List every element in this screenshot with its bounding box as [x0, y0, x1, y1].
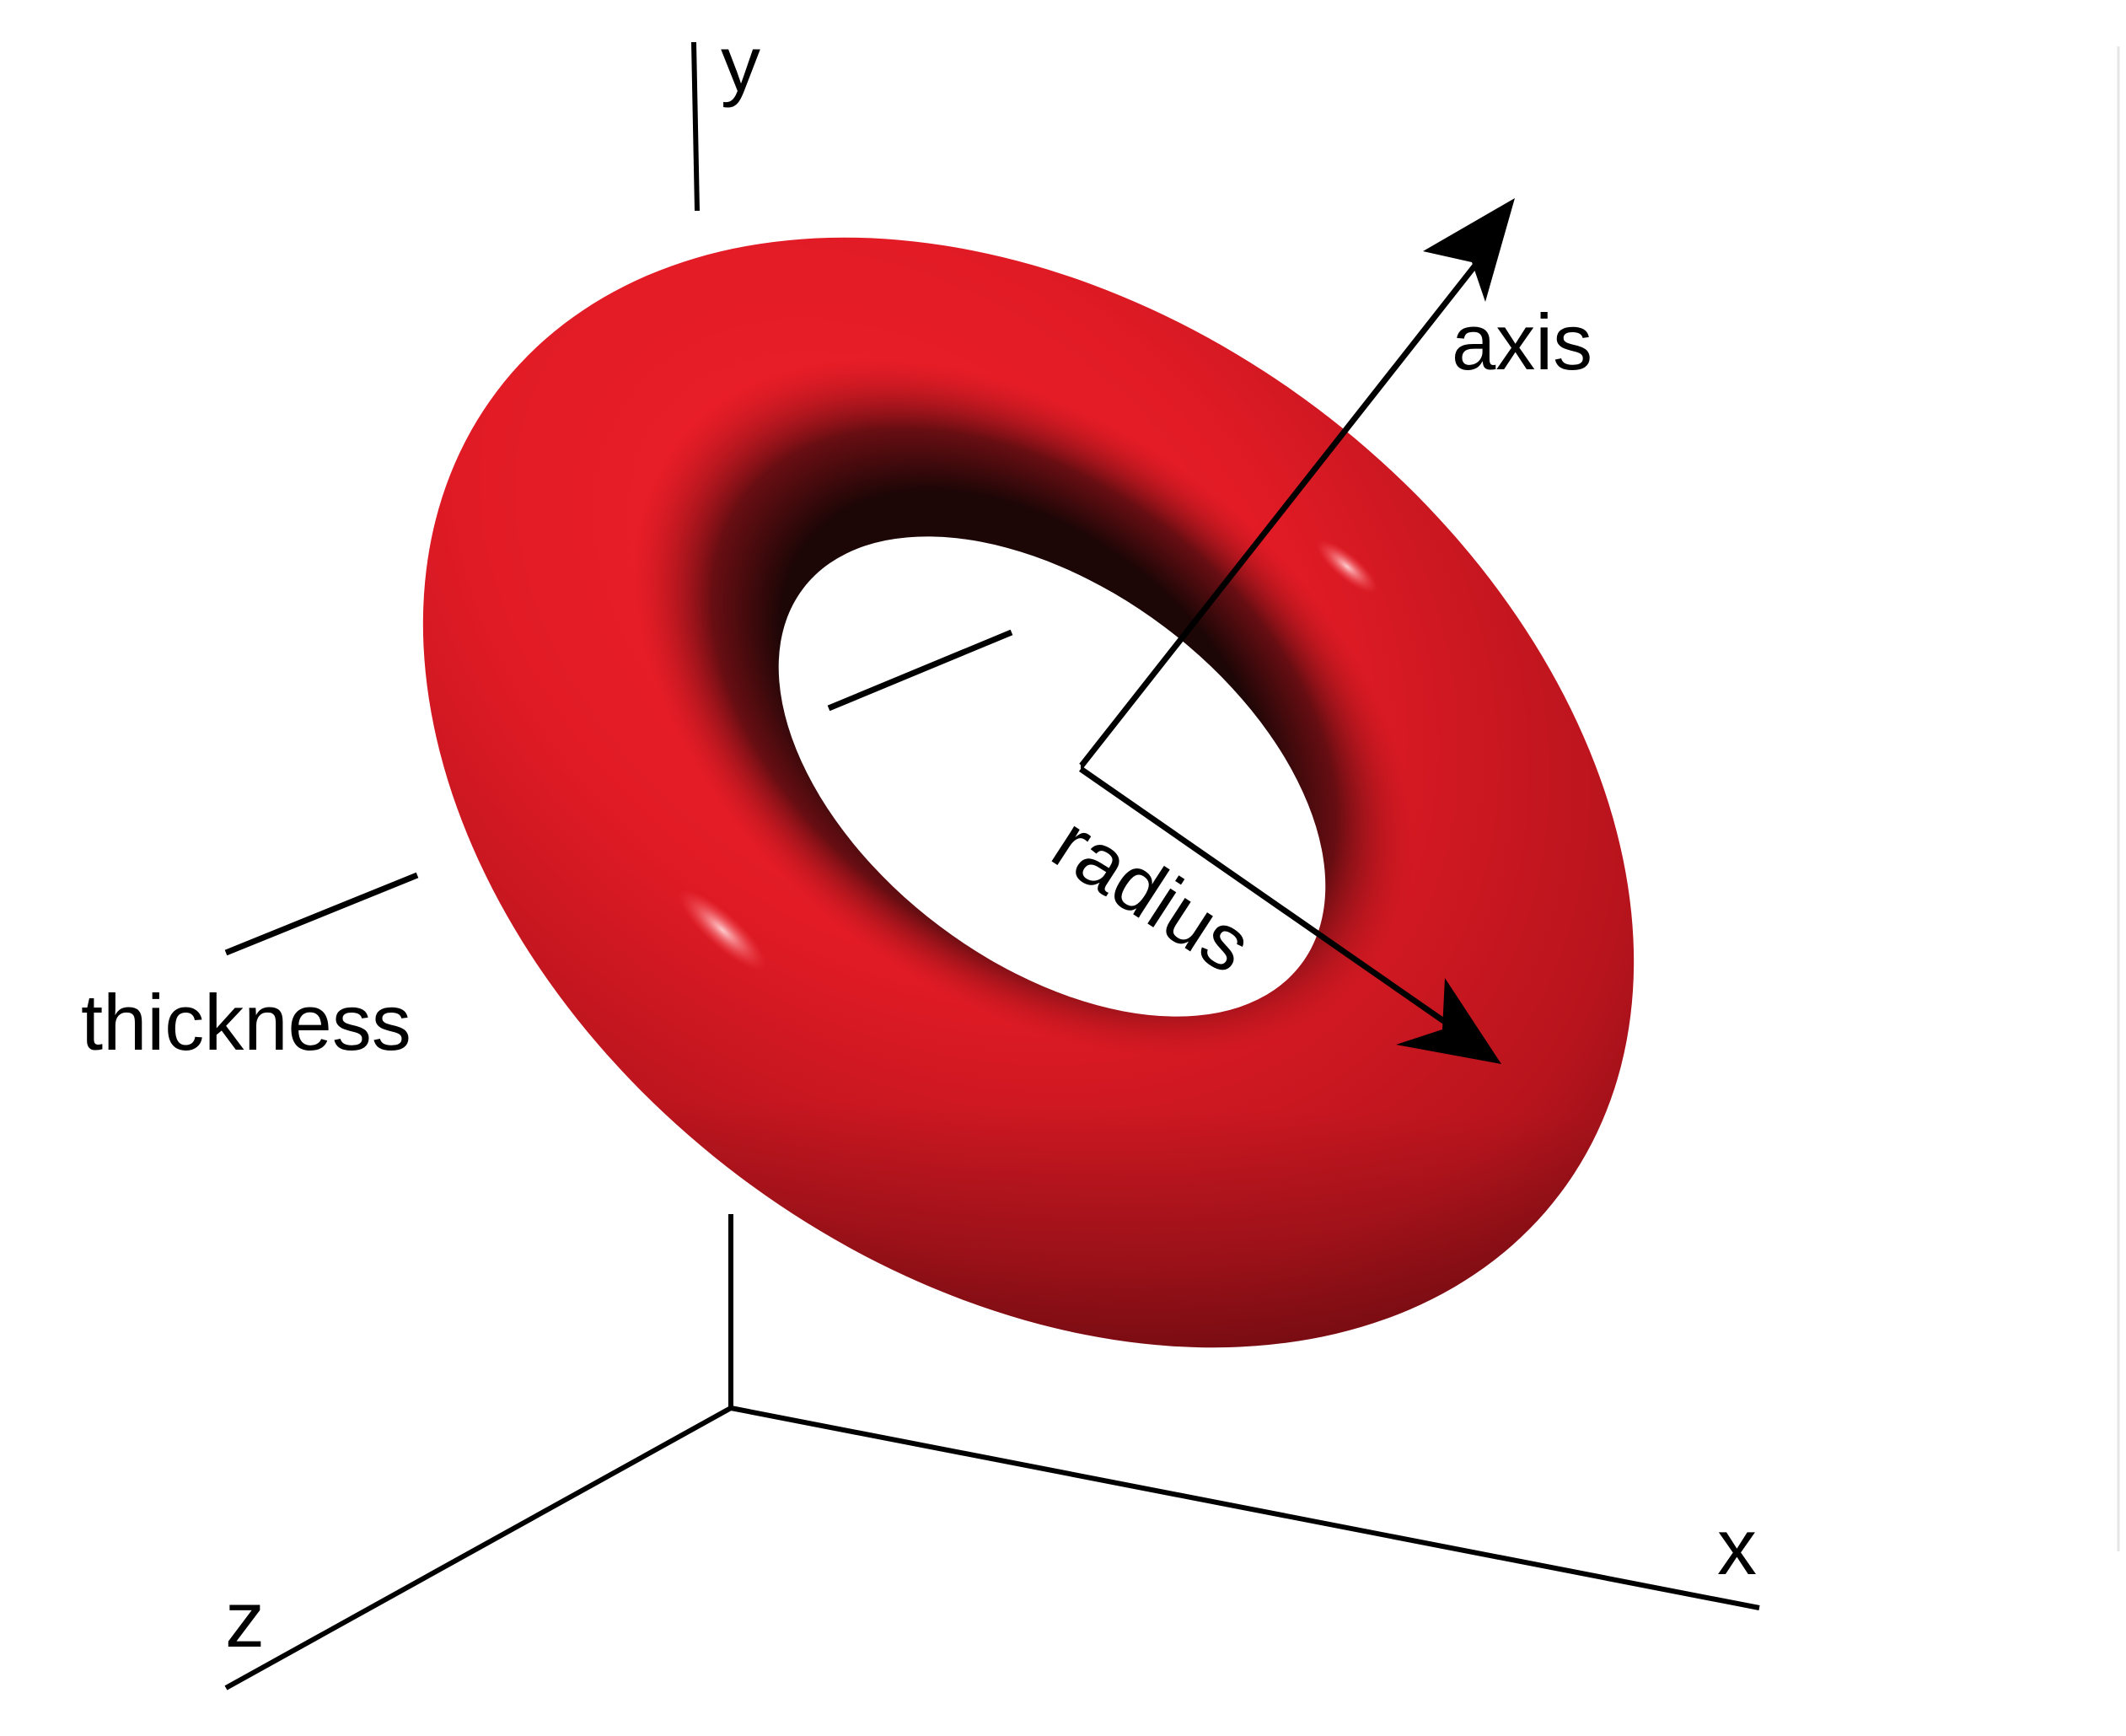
axis-label: axis [1452, 298, 1592, 386]
annotations [224, 252, 1486, 1040]
radius-arrow-shaft [1079, 766, 1468, 1040]
x-axis-label: x [1717, 1502, 1757, 1591]
axis-arrow-head [1423, 198, 1515, 302]
thickness-label: thickness [81, 978, 411, 1067]
radius-arrow-head [1396, 978, 1501, 1064]
y-axis-line [691, 41, 700, 212]
torus [422, 237, 1635, 1348]
x-axis-line [730, 1405, 1760, 1610]
torus-inner-wall [634, 358, 1415, 1058]
thickness-leader-line [224, 872, 419, 956]
y-axis-label: y [721, 19, 760, 108]
axis-arrow-shaft [1079, 252, 1486, 769]
z-axis-label: z [225, 1575, 265, 1663]
axes-back [224, 41, 1760, 1690]
torus-highlight-left [678, 889, 767, 970]
arrow-heads [1396, 198, 1515, 1064]
z-axis-line [224, 1405, 733, 1690]
inner-radius-marker [827, 629, 1013, 712]
torus-highlight-right [1316, 540, 1378, 594]
